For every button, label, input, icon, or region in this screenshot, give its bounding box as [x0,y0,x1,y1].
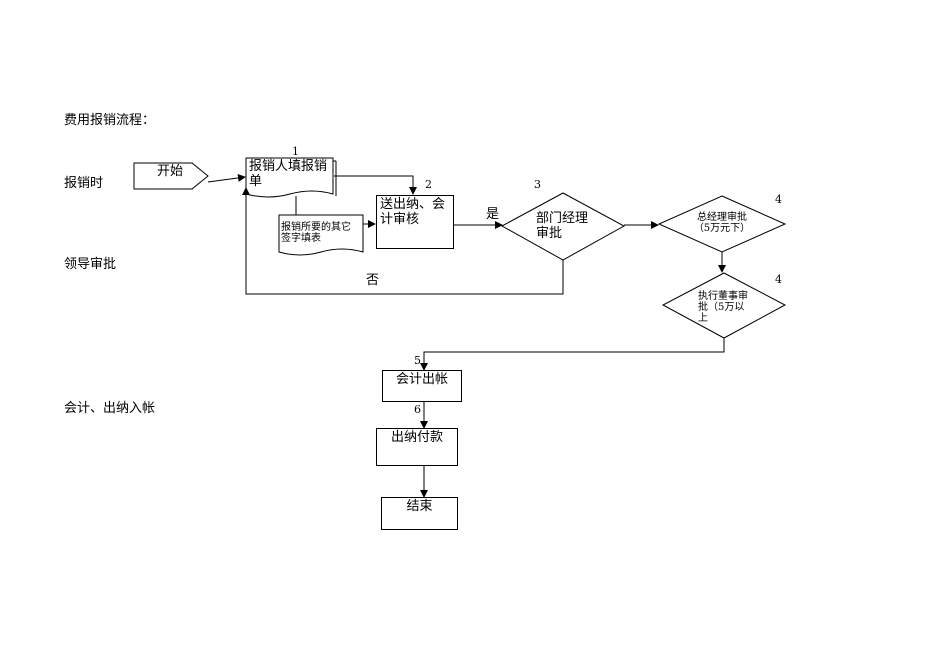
attach-doc-label: 报销所要的其它 签字填表 [281,222,351,244]
edge-director-to-entry [420,338,725,371]
accounting-entry-box: 会计出帐 [382,370,462,402]
page-title: 费用报销流程： [64,113,156,128]
edge-start-to-form [207,173,246,183]
edge-label-yes: 是 [486,207,500,222]
edge-dept-reject [242,187,564,295]
start-label: 开始 [156,164,183,179]
cashier-review-box: 送出纳、会 计审核 [376,195,454,249]
gm-approval-label: 总经理审批 （5万元下） [693,212,751,234]
step-number-6: 6 [414,403,421,416]
step-number-2: 2 [425,178,432,191]
edge-label-no: 否 [366,273,380,288]
step-number-4-director: 4 [775,273,782,286]
fill-form-shape [245,157,334,198]
cashier-pay-box: 出纳付款 [376,428,458,466]
step-number-3: 3 [534,178,541,191]
dept-manager-label: 部门经理 审批 [536,211,589,241]
director-approval-label: 执行董事审 批（5万以 上 [698,291,748,324]
edge-form-to-review [334,175,417,195]
step-number-5: 5 [414,354,421,367]
end-box: 结束 [381,497,458,530]
lane-label-pay: 会计、出纳入帐 [64,401,156,416]
attach-doc-shape [278,214,364,256]
fill-form-label: 报销人填报销 单 [249,159,328,189]
step-number-4-gm: 4 [775,193,782,206]
start-shape [133,162,209,190]
step-number-1: 1 [292,145,299,158]
lane-label-submit: 报销时 [64,176,104,191]
lane-label-approve: 领导审批 [64,257,117,272]
